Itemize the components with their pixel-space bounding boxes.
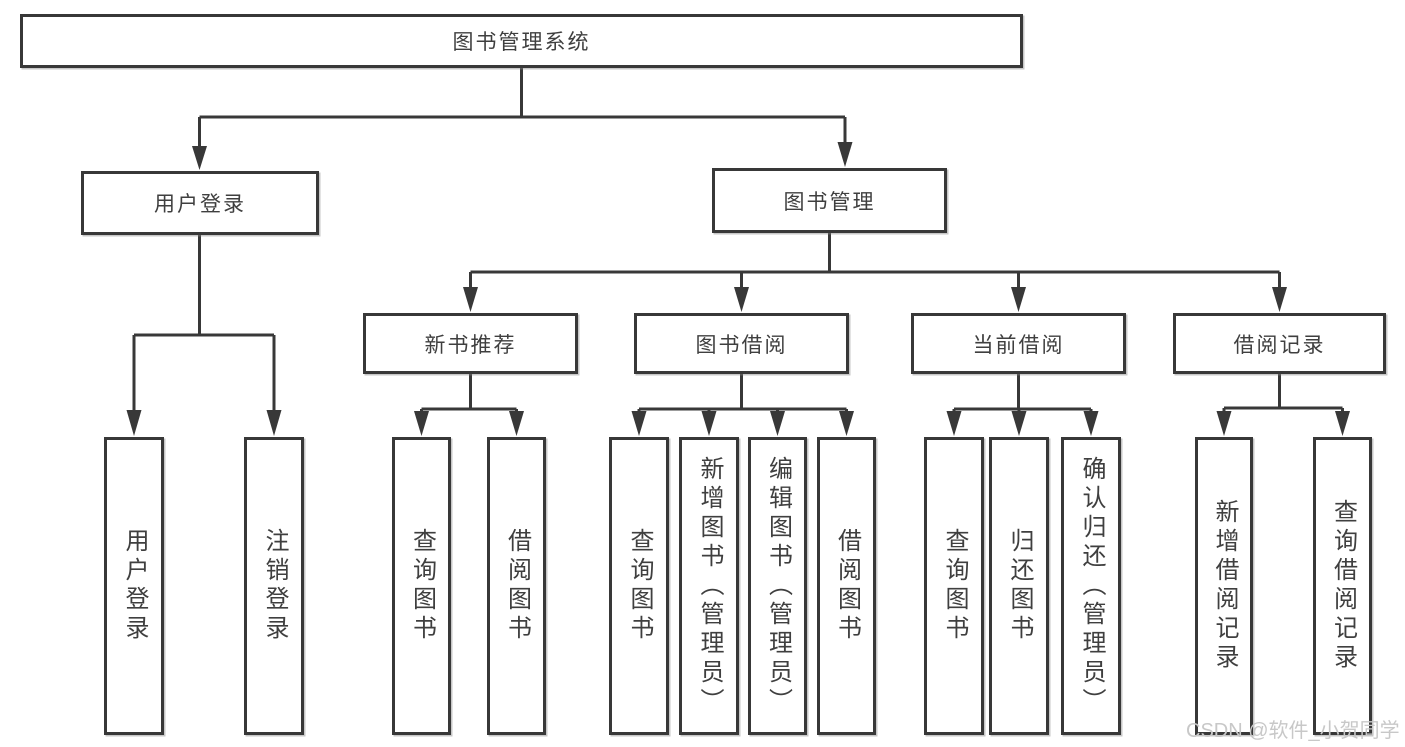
node-book-borrow: 图书借阅 bbox=[634, 313, 849, 374]
leaf-query-books-1: 查询图书 bbox=[392, 437, 451, 735]
leaf-return-books-label: 归还图书 bbox=[1006, 528, 1033, 644]
leaf-add-borrow-record: 新增借阅记录 bbox=[1195, 437, 1253, 735]
leaf-confirm-return-label: 确认归还（管理员） bbox=[1078, 455, 1105, 717]
watermark: CSDN @软件_小贺同学 bbox=[1186, 720, 1400, 742]
node-user-login-label: 用户登录 bbox=[154, 193, 246, 216]
leaf-borrow-books-2-label: 借阅图书 bbox=[833, 528, 861, 644]
leaf-query-books-1-label: 查询图书 bbox=[408, 528, 436, 644]
leaf-borrow-books-1: 借阅图书 bbox=[487, 437, 546, 735]
leaf-add-borrow-record-label: 新增借阅记录 bbox=[1211, 499, 1238, 673]
node-book-borrow-label: 图书借阅 bbox=[695, 333, 788, 357]
leaf-edit-books-label: 编辑图书（管理员） bbox=[764, 455, 792, 717]
node-new-book-recommend: 新书推荐 bbox=[363, 313, 578, 374]
node-root: 图书管理系统 bbox=[20, 14, 1023, 68]
leaf-query-books-3: 查询图书 bbox=[924, 437, 984, 735]
leaf-borrow-books-1-label: 借阅图书 bbox=[503, 528, 531, 644]
leaf-logout-label: 注销登录 bbox=[261, 528, 288, 644]
node-book-management-label: 图书管理 bbox=[783, 190, 876, 214]
leaf-logout: 注销登录 bbox=[244, 437, 304, 735]
leaf-query-borrow-record-label: 查询借阅记录 bbox=[1329, 499, 1357, 673]
node-user-login: 用户登录 bbox=[81, 171, 319, 235]
leaf-user-login: 用户登录 bbox=[104, 437, 164, 735]
node-current-borrow-label: 当前借阅 bbox=[972, 333, 1065, 357]
leaf-borrow-books-2: 借阅图书 bbox=[817, 437, 876, 735]
leaf-return-books: 归还图书 bbox=[989, 437, 1049, 735]
node-root-label: 图书管理系统 bbox=[452, 31, 591, 54]
node-new-book-recommend-label: 新书推荐 bbox=[424, 333, 517, 357]
leaf-user-login-label: 用户登录 bbox=[121, 528, 148, 644]
node-current-borrow: 当前借阅 bbox=[911, 313, 1126, 374]
leaf-edit-books: 编辑图书（管理员） bbox=[748, 437, 807, 735]
node-book-management: 图书管理 bbox=[712, 168, 947, 233]
leaf-query-books-2-label: 查询图书 bbox=[626, 528, 653, 644]
node-borrow-records: 借阅记录 bbox=[1173, 313, 1386, 374]
leaf-query-books-3-label: 查询图书 bbox=[941, 528, 968, 644]
leaf-confirm-return: 确认归还（管理员） bbox=[1061, 437, 1121, 735]
leaf-add-books: 新增图书（管理员） bbox=[679, 437, 739, 735]
node-borrow-records-label: 借阅记录 bbox=[1233, 333, 1326, 357]
leaf-query-books-2: 查询图书 bbox=[609, 437, 669, 735]
leaf-add-books-label: 新增图书（管理员） bbox=[696, 455, 723, 717]
leaf-query-borrow-record: 查询借阅记录 bbox=[1313, 437, 1372, 735]
